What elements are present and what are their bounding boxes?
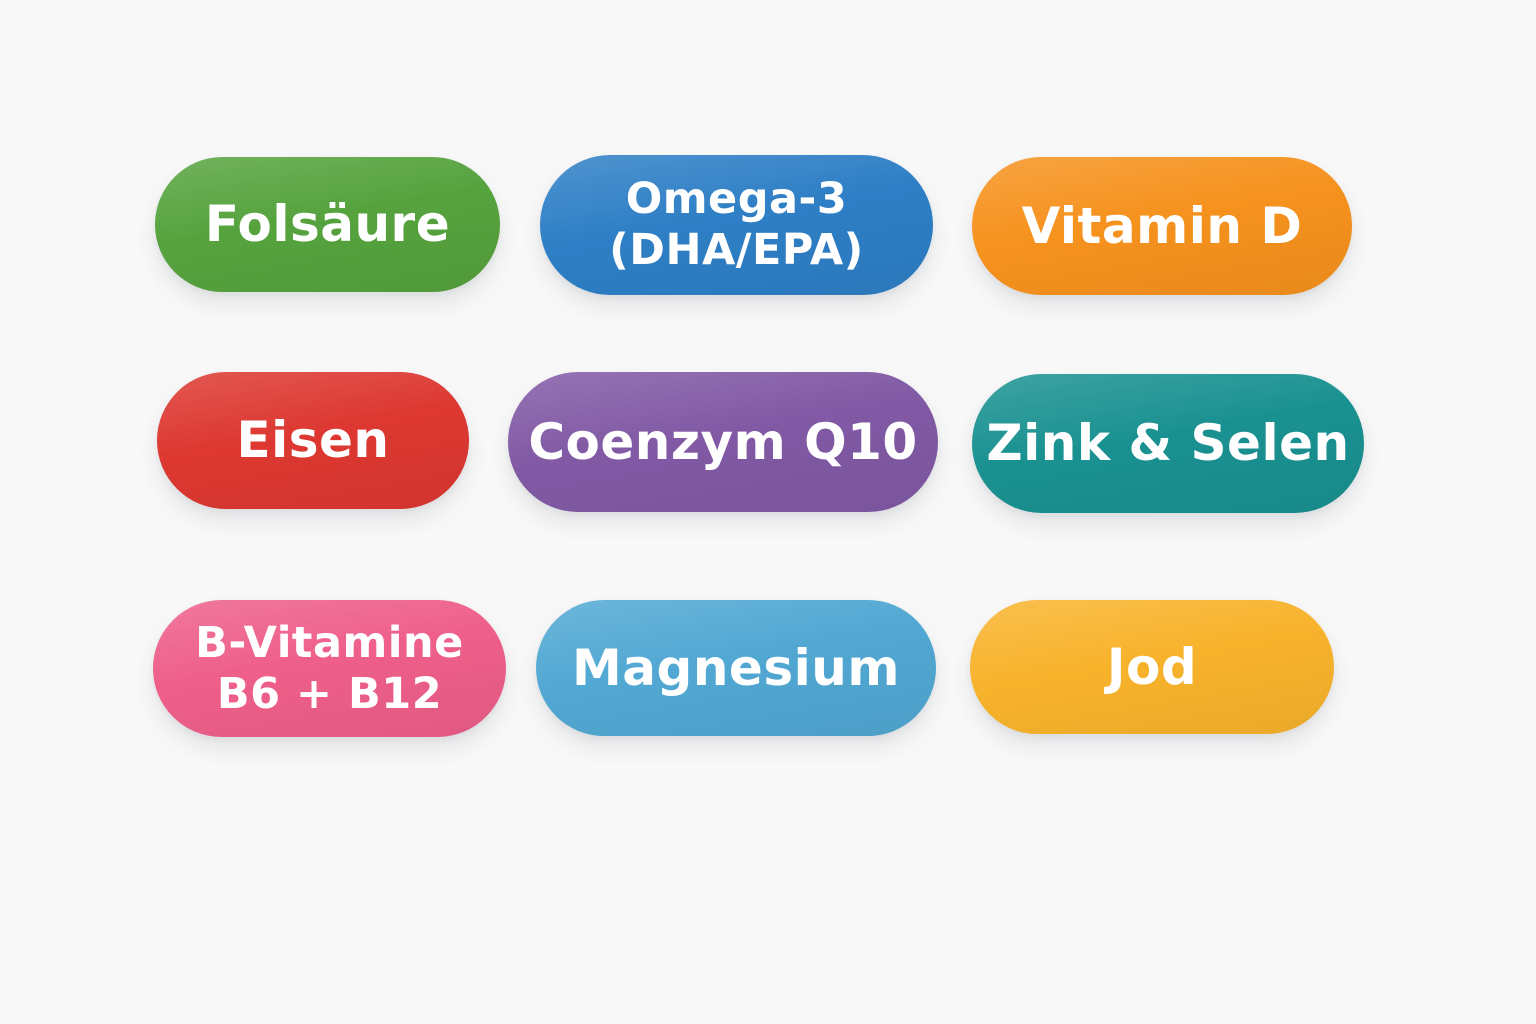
pill-folsaeure: Folsäure: [155, 157, 500, 292]
pill-label: Eisen: [236, 411, 390, 469]
pill-label: Magnesium: [572, 638, 900, 697]
pill-coenzym-q10: Coenzym Q10: [508, 372, 938, 512]
pill-label: Folsäure: [204, 195, 451, 253]
pill-label: Omega-3 (DHA/EPA): [609, 174, 864, 275]
pill-vitamin-d: Vitamin D: [972, 157, 1352, 295]
pill-label: B-Vitamine B6 + B12: [195, 617, 464, 719]
pill-magnesium: Magnesium: [536, 600, 936, 736]
pill-eisen: Eisen: [157, 372, 469, 509]
pill-label: Vitamin D: [1021, 196, 1303, 255]
pill-label: Jod: [1106, 637, 1198, 696]
pill-omega3: Omega-3 (DHA/EPA): [540, 155, 933, 295]
pill-jod: Jod: [970, 600, 1334, 734]
pill-label: Coenzym Q10: [528, 412, 918, 471]
pill-b-vitamine: B-Vitamine B6 + B12: [153, 600, 506, 737]
pill-zink-selen: Zink & Selen: [972, 374, 1364, 513]
pill-label: Zink & Selen: [986, 414, 1350, 472]
